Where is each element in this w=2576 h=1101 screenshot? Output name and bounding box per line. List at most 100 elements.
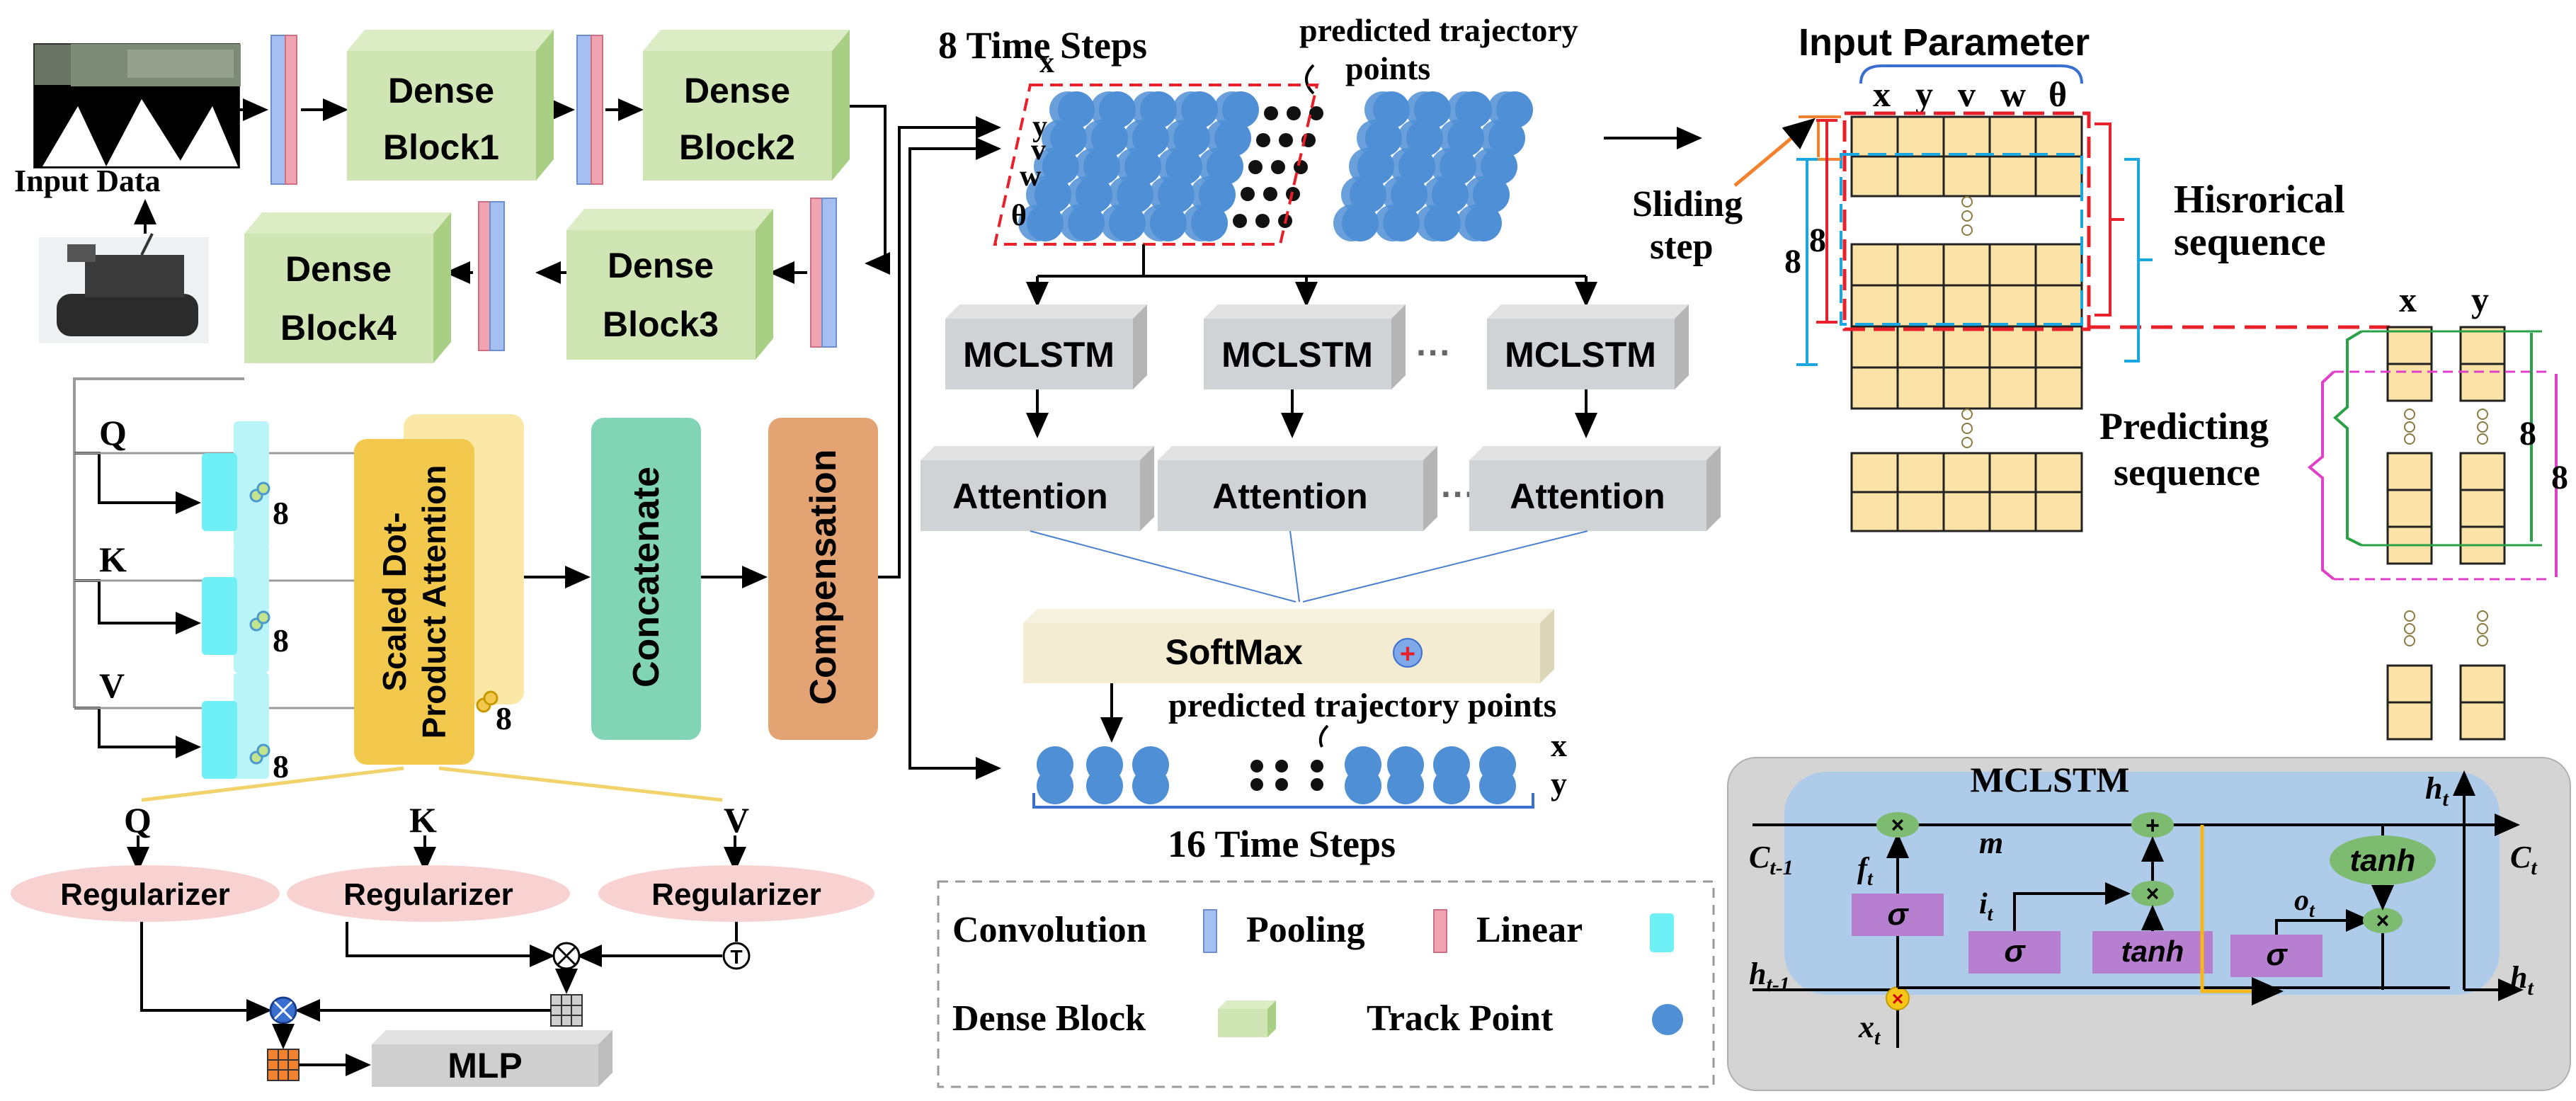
mclstm-dots: ···: [1416, 333, 1452, 372]
predicted-point: [1250, 778, 1263, 791]
sliding-line1: Sliding: [1632, 184, 1743, 224]
attention-label-2: Attention: [1212, 477, 1367, 516]
predicted-top-line2: points: [1345, 50, 1430, 86]
track-point: [1132, 91, 1168, 128]
input-data-label: Input Data: [14, 164, 161, 198]
attention-label-1: Attention: [952, 477, 1107, 516]
predicted-point: [1250, 760, 1263, 772]
legend-track-point: Track Point: [1367, 998, 1554, 1039]
dense-block-2-line1: Dense: [684, 71, 790, 110]
grid-cell: [1896, 491, 1945, 532]
grid-cell: [1942, 115, 1991, 158]
track-point: [1349, 148, 1386, 185]
legend-track-point-swatch: [1652, 1004, 1683, 1035]
predicted-point: [1255, 214, 1270, 228]
legend-dense-block: Dense Block: [952, 998, 1146, 1039]
top-param-x: x: [1039, 47, 1054, 79]
track-point: [1049, 91, 1086, 128]
k-heads: 8: [273, 622, 289, 658]
track-point: [1100, 205, 1137, 241]
right-param-w: w: [2000, 74, 2026, 114]
scaled-line2: Product Attention: [416, 465, 452, 739]
concatenate-label: Concatenate: [626, 467, 667, 688]
historical-line1: Hisrorical: [2174, 178, 2345, 222]
cyan-eight-label: 8: [1784, 243, 1801, 280]
q-label: Q: [99, 413, 127, 452]
track-point: [1173, 91, 1209, 128]
reg-q-label: Q: [124, 800, 152, 840]
pred-cell: [2386, 489, 2433, 528]
v-label: V: [99, 666, 125, 705]
dense-block-3-line2: Block3: [603, 304, 719, 344]
track-point: [1457, 205, 1493, 241]
track-point: [1433, 768, 1470, 804]
attention-block-3: Attention: [1469, 446, 1721, 531]
ellipsis-dot: [2404, 610, 2415, 622]
red-eight-label: 8: [1809, 222, 1826, 259]
track-point: [1382, 176, 1419, 213]
grid-cell: [2034, 284, 2083, 328]
v-heads: 8: [273, 748, 289, 785]
ellipsis-dot: [2477, 421, 2488, 433]
track-point: [1059, 205, 1096, 241]
bottom-steps-label: 16 Time Steps: [1168, 823, 1396, 865]
grid-cell: [1988, 284, 2037, 328]
track-point: [1182, 205, 1219, 241]
mclstm-label-1: MCLSTM: [963, 335, 1115, 375]
add-node: +: [2145, 812, 2160, 839]
predicted-point: [1264, 106, 1278, 120]
predicted-point: [1275, 760, 1288, 772]
softmax-label: SoftMax: [1166, 632, 1304, 672]
regularizer-feed: Q K V: [124, 766, 749, 872]
mclstm-block-2: MCLSTM: [1204, 304, 1406, 389]
attention-heads: 8: [496, 700, 512, 736]
grid-cell: [1850, 284, 1899, 328]
historical-cyan-window: [1840, 153, 2083, 326]
track-point: [1042, 120, 1078, 156]
pred-cell: [2386, 664, 2433, 704]
m-label: m: [1979, 826, 2003, 860]
predicting-line2: sequence: [2114, 451, 2260, 494]
sliding-line2: step: [1650, 227, 1714, 267]
grid-cell: [2034, 243, 2083, 287]
predicted-point: [1311, 760, 1323, 772]
ellipsis-dot: [1961, 210, 1973, 222]
grid-cell: [2034, 366, 2083, 410]
predicted-top-line1: predicted trajectory: [1299, 12, 1578, 48]
grid-cell: [1896, 115, 1945, 158]
mclstm-label-3: MCLSTM: [1505, 335, 1656, 375]
track-point: [1132, 768, 1169, 804]
k-label: K: [99, 540, 127, 579]
output-multiply: ×: [2376, 908, 2390, 933]
pred-cell: [2459, 452, 2506, 491]
grid-cell: [1896, 284, 1945, 328]
magenta-eight-label: 8: [2551, 459, 2568, 496]
pred-col-y: y: [2471, 280, 2489, 319]
transpose-node: T: [722, 942, 751, 970]
robot-photo: [39, 233, 209, 343]
grid-cell: [1850, 243, 1899, 287]
predicted-point: [1263, 187, 1277, 201]
dense-block-1-line1: Dense: [388, 71, 494, 110]
conv-pool-pair-2: [576, 35, 603, 185]
o-label: ot: [2294, 884, 2315, 922]
c-prev-label: Ct-1: [1749, 840, 1794, 879]
linear-v: 8: [202, 673, 289, 785]
legend-convolution-swatch: [1203, 909, 1217, 953]
top-param-w: w: [1020, 160, 1042, 193]
legend-convolution: Convolution: [952, 910, 1147, 950]
legend-pooling-swatch: [1433, 909, 1447, 953]
green-eight-label: 8: [2519, 415, 2536, 452]
softmax-block: SoftMax +: [1023, 609, 1554, 683]
top-param-v: v: [1031, 134, 1046, 166]
predicted-point: [1233, 214, 1247, 228]
regularizer-q: Regularizer: [11, 865, 280, 922]
ellipsis-dot: [1961, 437, 1973, 448]
dense-block-2: Dense Block2: [643, 30, 850, 181]
track-point: [1190, 176, 1227, 213]
regularizer-v-label: Regularizer: [651, 877, 821, 912]
grid-cell: [1988, 452, 2037, 494]
grid-cell: [2034, 491, 2083, 532]
predicted-point: [1311, 778, 1323, 791]
